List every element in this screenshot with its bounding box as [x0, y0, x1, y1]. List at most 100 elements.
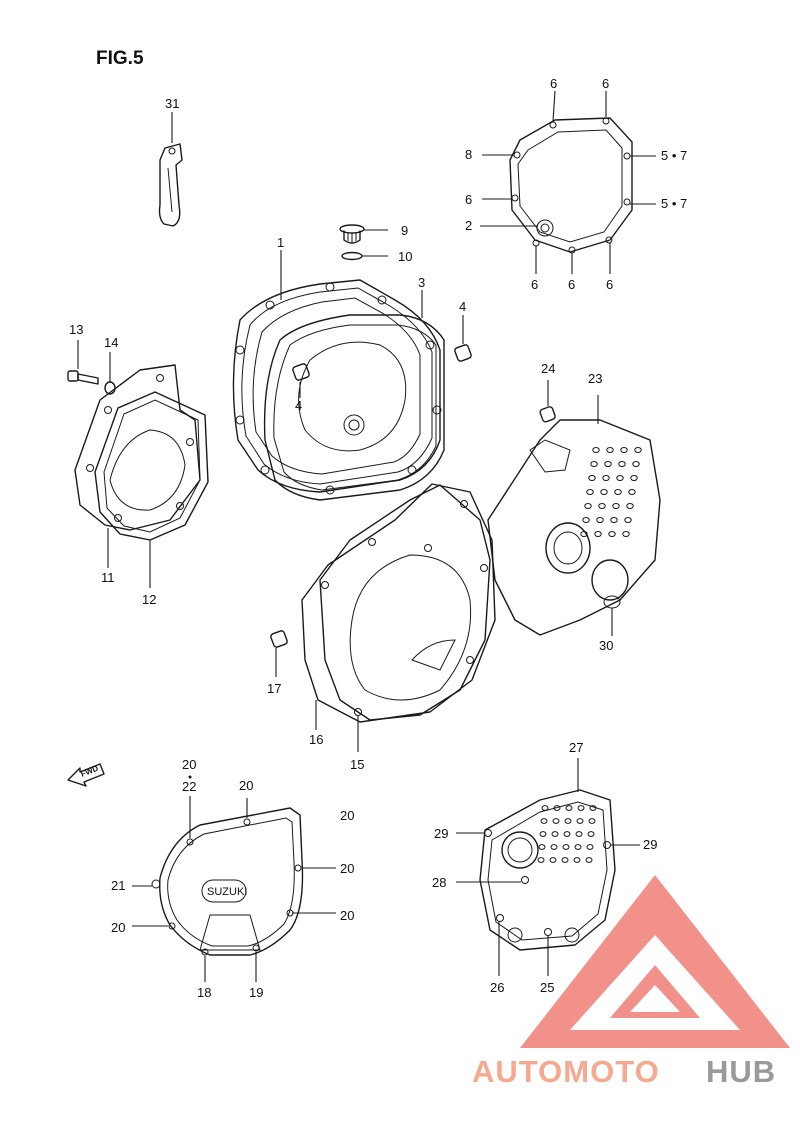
callout-29-left: 29: [434, 826, 448, 841]
vent-hole: [584, 502, 592, 510]
vent-hole: [608, 530, 616, 538]
vent-hole: [588, 474, 596, 482]
vent-hole: [632, 460, 640, 468]
vent-hole: [586, 844, 594, 850]
callout-21: 21: [111, 878, 125, 893]
callout-separator-dot: [188, 775, 192, 779]
vent-hole: [598, 502, 606, 510]
watermark-text: AUTOMOTO HUB: [472, 1054, 776, 1089]
vent-hole: [575, 831, 583, 837]
vent-hole: [561, 857, 569, 863]
callout-4-lower: 4: [295, 398, 302, 413]
callout-15: 15: [350, 757, 364, 772]
callout-20-top: 20: [182, 757, 196, 772]
part-11-pickup-cover: [74, 364, 201, 568]
vent-hole: [628, 488, 636, 496]
vent-hole: [562, 844, 570, 850]
vent-hole: [550, 844, 558, 850]
vent-hole: [586, 488, 594, 496]
watermark-text-part1: AUTOMOTO: [472, 1054, 660, 1089]
callout-6-top-left: 6: [550, 76, 557, 91]
callout-11: 11: [101, 570, 115, 585]
vent-hole: [594, 530, 602, 538]
callout-28: 28: [432, 875, 446, 890]
callout-17: 17: [267, 681, 281, 696]
vent-hole: [602, 474, 610, 482]
vent-hole: [588, 818, 596, 824]
callout-27: 27: [569, 740, 583, 755]
vent-hole: [573, 857, 581, 863]
vent-hole: [540, 818, 548, 824]
callout-6-bottom-mid: 6: [568, 277, 575, 292]
callout-2: 2: [465, 218, 472, 233]
vent-hole: [587, 831, 595, 837]
part-24-dowel-pin: [539, 380, 556, 423]
part-30-plug: [603, 595, 621, 636]
callout-23: 23: [588, 371, 602, 386]
callout-12: 12: [142, 592, 156, 607]
watermark-logo: [520, 875, 790, 1048]
vent-hole: [537, 857, 545, 863]
callout-30: 30: [599, 638, 613, 653]
vent-hole: [612, 502, 620, 510]
vent-hole: [622, 530, 630, 538]
vent-hole: [596, 516, 604, 524]
callout-3: 3: [418, 275, 425, 290]
vent-hole: [589, 805, 597, 811]
part-16-magneto-cover-gasket: [301, 483, 496, 730]
callout-25: 25: [540, 980, 554, 995]
callout-16: 16: [309, 732, 323, 747]
callout-26: 26: [490, 980, 504, 995]
callout-5-7-upper: 5 • 7: [661, 148, 687, 163]
vent-hole: [600, 488, 608, 496]
vent-hole: [620, 446, 628, 454]
vent-hole: [606, 446, 614, 454]
callout-20-right-low: 20: [340, 908, 354, 923]
vent-hole: [614, 488, 622, 496]
vent-hole: [576, 818, 584, 824]
vent-hole: [551, 831, 559, 837]
part-27-engine-sprocket-cover: [456, 758, 640, 976]
vent-hole: [592, 446, 600, 454]
callout-29-right: 29: [643, 837, 657, 852]
vent-hole: [630, 474, 638, 482]
callout-19: 19: [249, 985, 263, 1000]
part-14-washer: [104, 352, 116, 395]
callout-6-left: 6: [465, 192, 472, 207]
part-12-pickup-cover-gasket: [94, 391, 209, 588]
forward-arrow: FWD: [67, 763, 105, 787]
vent-hole: [549, 857, 557, 863]
vent-hole: [585, 857, 593, 863]
vent-hole: [616, 474, 624, 482]
callout-13: 13: [69, 322, 83, 337]
vent-hole: [624, 516, 632, 524]
vent-hole: [565, 805, 573, 811]
vent-hole: [564, 818, 572, 824]
part-31-bracket: [158, 112, 183, 227]
callout-9: 9: [401, 223, 408, 238]
part-27-vent-holes: [537, 805, 597, 863]
part-13-bolt: [67, 340, 99, 385]
part-15-magneto-cover: [319, 484, 491, 752]
callout-20-right-mid: 20: [340, 861, 354, 876]
part-4-dowel-pins: [292, 315, 472, 398]
part-3-clutch-cover-gasket: [263, 290, 445, 501]
cover-brand-logo: SUZUKI: [207, 886, 247, 898]
vent-hole: [574, 844, 582, 850]
callout-8: 8: [465, 147, 472, 162]
vent-hole: [580, 530, 588, 538]
vent-hole: [538, 844, 546, 850]
part-1-clutch-cover: [232, 250, 442, 495]
callout-20-upper: 20: [239, 778, 253, 793]
vent-hole: [577, 805, 585, 811]
callout-6-bottom-right: 6: [606, 277, 613, 292]
callout-4-upper: 4: [459, 299, 466, 314]
callout-1: 1: [277, 235, 284, 250]
watermark-text-part2: HUB: [706, 1054, 776, 1089]
vent-hole: [563, 831, 571, 837]
callout-6-top-right: 6: [602, 76, 609, 91]
part-23-right-crankcase-cover: [487, 395, 661, 636]
part-2-signal-generator-cover: [480, 90, 656, 274]
